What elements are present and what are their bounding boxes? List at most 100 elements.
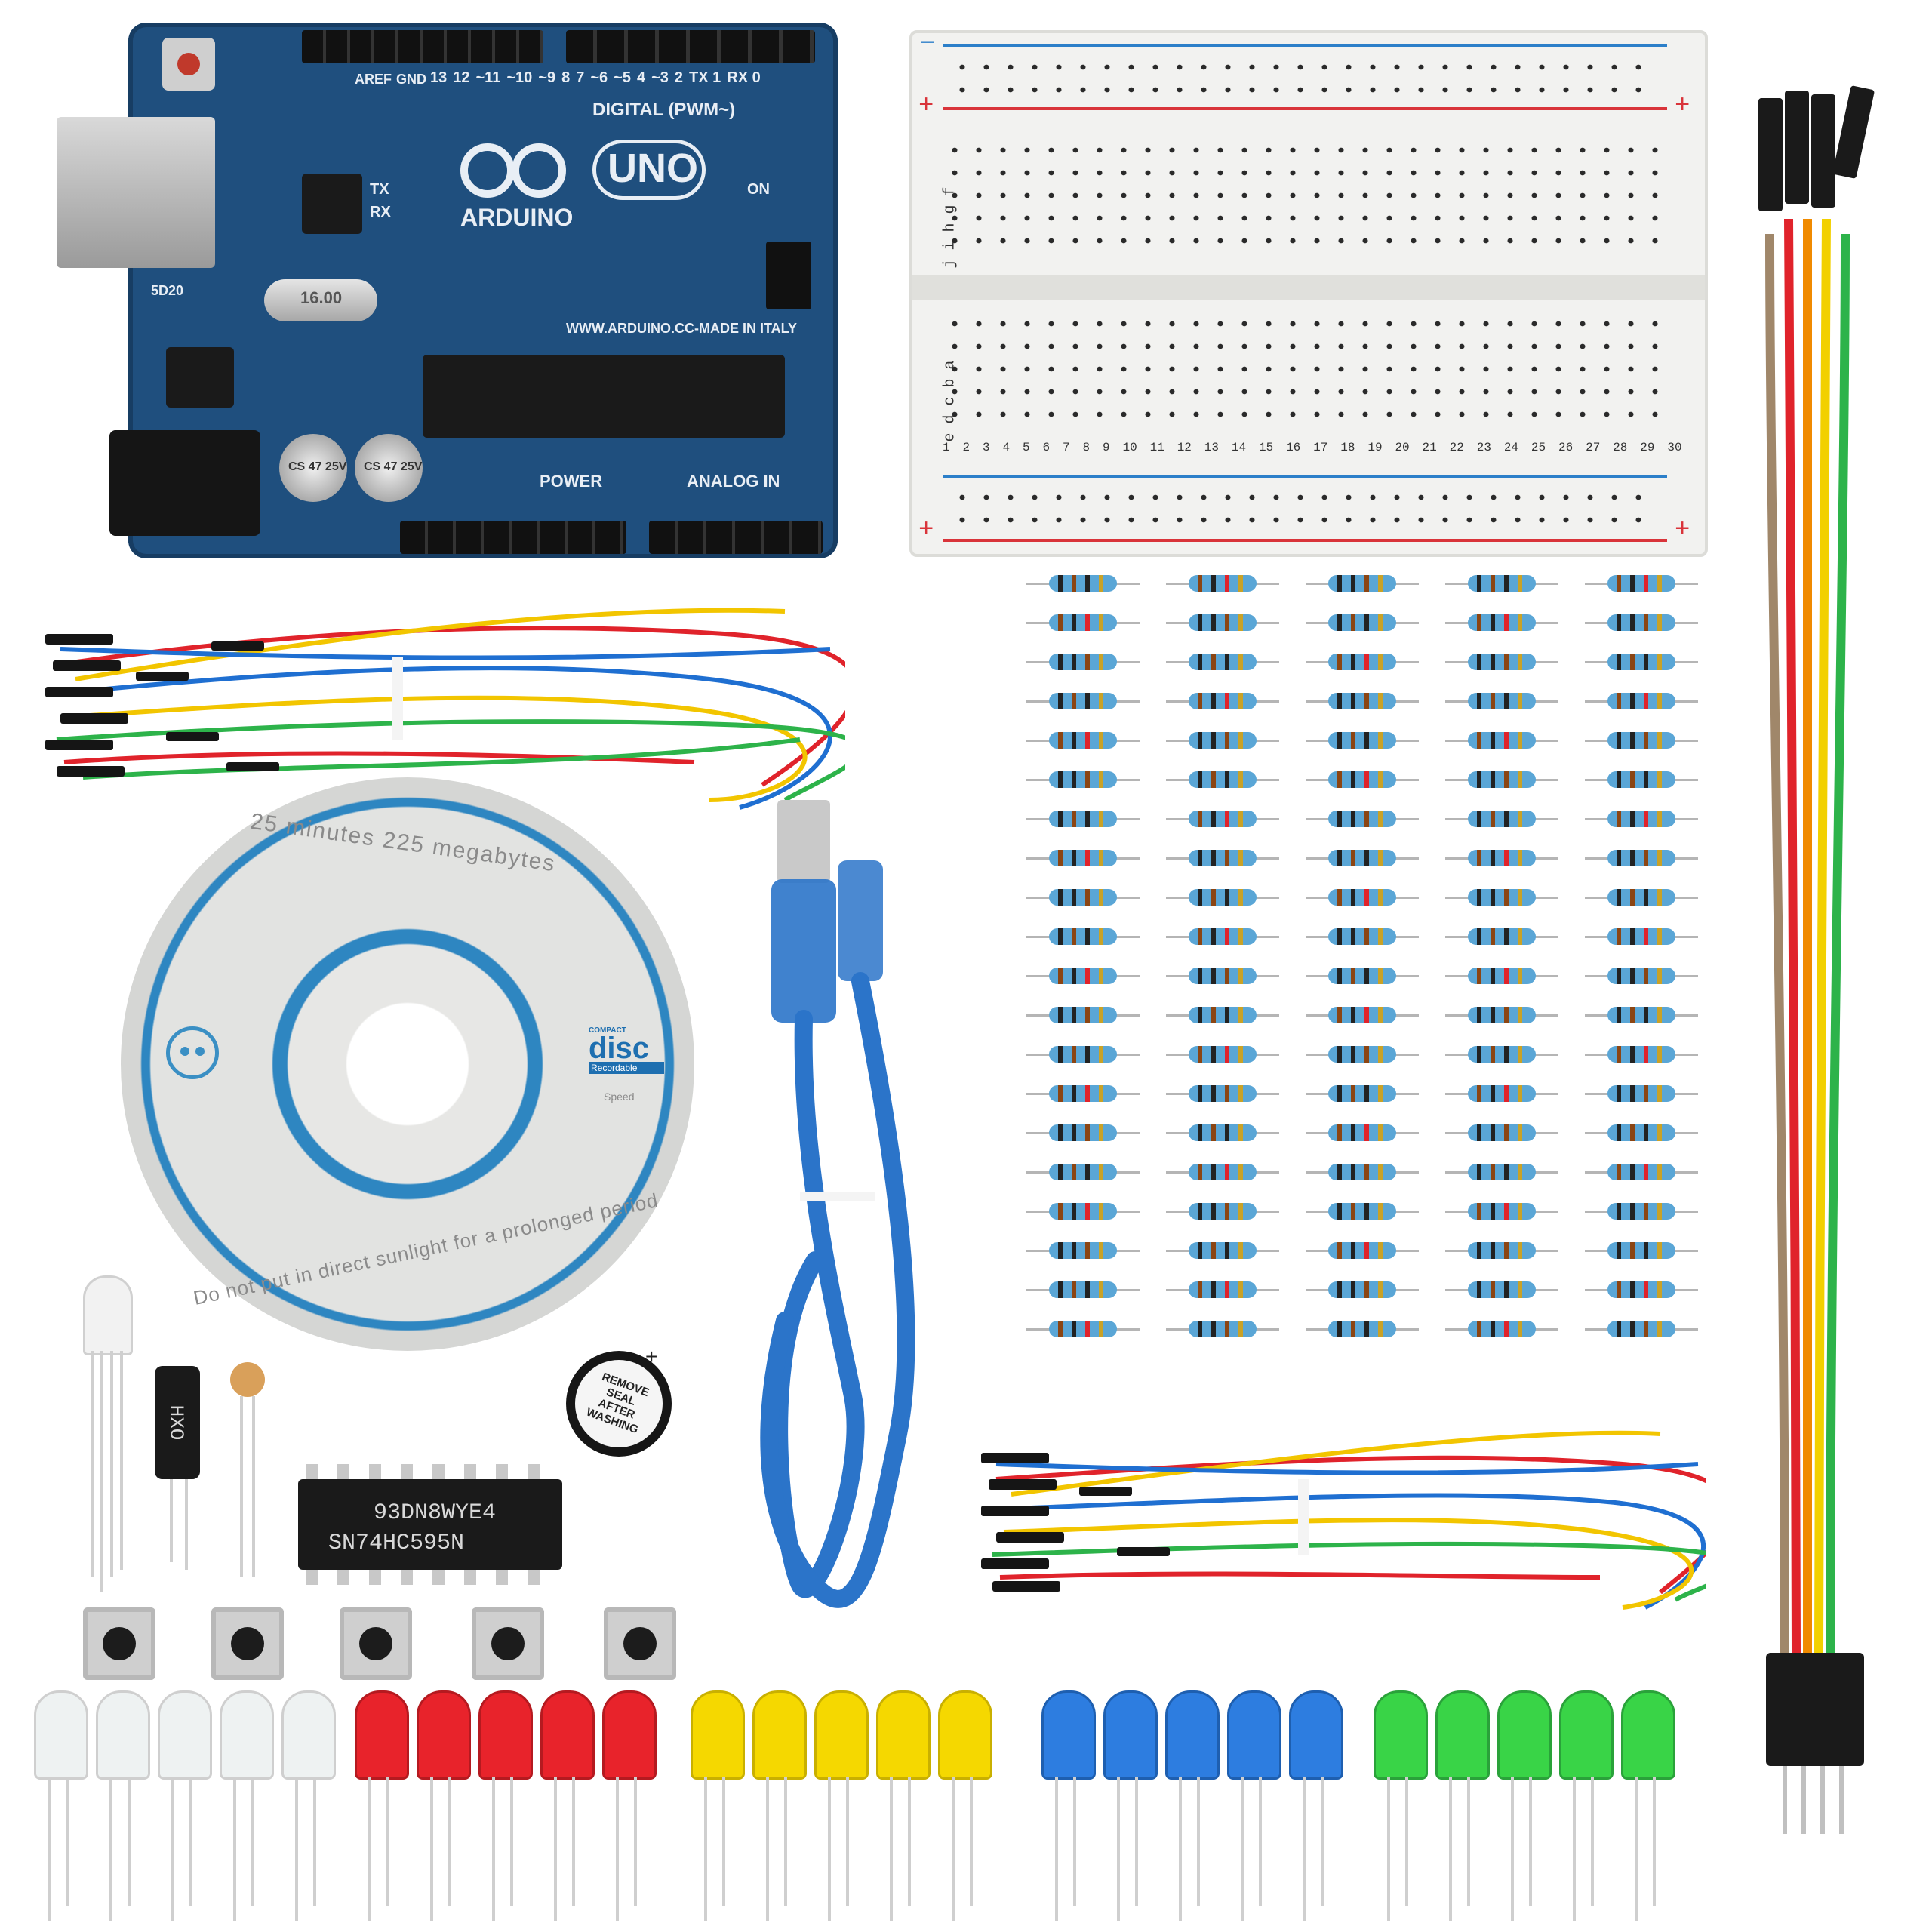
resistor	[1585, 927, 1698, 946]
led-leg	[1653, 1777, 1656, 1906]
pin-label: 2	[674, 69, 684, 86]
resistor	[1166, 1280, 1279, 1300]
column-number: 14	[1231, 441, 1247, 454]
cd-logo-main: disc	[589, 1032, 650, 1065]
pin-label: ~3	[651, 69, 669, 86]
resistor	[1026, 574, 1140, 593]
resistor	[1445, 574, 1558, 593]
resistor	[1166, 848, 1279, 868]
resistor	[1026, 1044, 1140, 1064]
column-number: 7	[1063, 441, 1070, 454]
led	[1289, 1690, 1343, 1780]
led-leg	[1073, 1777, 1076, 1906]
terminal-holes-lower	[943, 312, 1667, 433]
led-leg	[952, 1777, 955, 1921]
resistor	[1585, 731, 1698, 750]
column-number: 25	[1531, 441, 1546, 454]
tactile-button	[604, 1607, 676, 1680]
resistor	[1445, 1084, 1558, 1103]
led-leg	[492, 1777, 495, 1921]
column-number: 3	[983, 441, 990, 454]
resistor	[1445, 1123, 1558, 1143]
component-label: 5D20	[151, 283, 184, 298]
led-leg	[722, 1777, 725, 1906]
jumper-wire-bundle-left	[45, 608, 845, 810]
analog-header	[649, 521, 823, 554]
column-number: 28	[1613, 441, 1628, 454]
led	[938, 1690, 992, 1780]
led-leg	[48, 1777, 51, 1921]
pin-label: TX 1	[689, 69, 721, 86]
ic-pins-bottom	[306, 1570, 555, 1585]
center-channel	[912, 275, 1705, 300]
jumper-wire-bundle-right	[981, 1430, 1706, 1610]
led	[814, 1690, 869, 1780]
resistor	[1166, 888, 1279, 907]
led	[1103, 1690, 1158, 1780]
resistor	[1445, 1280, 1558, 1300]
led	[1041, 1690, 1096, 1780]
led-leg	[1511, 1777, 1514, 1921]
led	[1227, 1690, 1281, 1780]
resistor	[1166, 1005, 1279, 1025]
led	[355, 1690, 409, 1780]
resistor	[1445, 613, 1558, 632]
ic-line-2: SN74HC595N	[328, 1531, 465, 1556]
resistor	[1585, 1201, 1698, 1221]
arduino-infinity-logo	[460, 143, 581, 204]
reset-button	[162, 38, 215, 91]
resistor	[1026, 652, 1140, 672]
uno-badge	[592, 140, 706, 200]
digital-header-left	[302, 30, 543, 63]
pin-label: ~10	[506, 69, 533, 86]
photoresistor-leg	[240, 1396, 243, 1577]
column-number: 19	[1367, 441, 1383, 454]
analog-label: ANALOG IN	[687, 472, 780, 491]
resistor	[1306, 848, 1419, 868]
led	[876, 1690, 931, 1780]
tactile-button	[83, 1607, 155, 1680]
tactile-button	[340, 1607, 412, 1680]
rail-red-bottom	[943, 539, 1667, 542]
resistor	[1306, 1319, 1419, 1339]
resistor	[1306, 652, 1419, 672]
resistor	[1306, 1044, 1419, 1064]
column-number: 6	[1042, 441, 1051, 454]
resistor	[1306, 1123, 1419, 1143]
column-number: 1	[943, 441, 950, 454]
resistor	[1585, 1005, 1698, 1025]
resistor	[1026, 1201, 1140, 1221]
led-leg	[1405, 1777, 1408, 1906]
column-number: 16	[1286, 441, 1301, 454]
resistor	[1306, 1162, 1419, 1182]
resistor	[1166, 1084, 1279, 1103]
led-leg	[448, 1777, 451, 1906]
column-number: 11	[1149, 441, 1164, 454]
resistor	[1445, 966, 1558, 986]
resistor	[1166, 770, 1279, 789]
capacitor-1	[279, 434, 347, 502]
led	[34, 1690, 88, 1780]
led-leg	[634, 1777, 637, 1906]
resistor	[1306, 613, 1419, 632]
led-leg	[109, 1777, 112, 1921]
resistor	[1026, 1241, 1140, 1260]
column-number: 5	[1023, 441, 1030, 454]
led	[1435, 1690, 1490, 1780]
resistor	[1585, 848, 1698, 868]
led	[281, 1690, 336, 1780]
resistor	[1445, 1241, 1558, 1260]
led	[1165, 1690, 1220, 1780]
resistor	[1026, 1084, 1140, 1103]
led-leg	[1321, 1777, 1324, 1906]
capacitor-leg	[170, 1479, 173, 1562]
cd-speed: Speed	[604, 1091, 635, 1103]
led	[602, 1690, 657, 1780]
led-leg	[1467, 1777, 1470, 1906]
resistor	[1306, 1280, 1419, 1300]
led-leg	[1635, 1777, 1638, 1921]
resistor	[1166, 1044, 1279, 1064]
resistor	[1166, 613, 1279, 632]
resistor	[1445, 770, 1558, 789]
resistor	[1026, 691, 1140, 711]
